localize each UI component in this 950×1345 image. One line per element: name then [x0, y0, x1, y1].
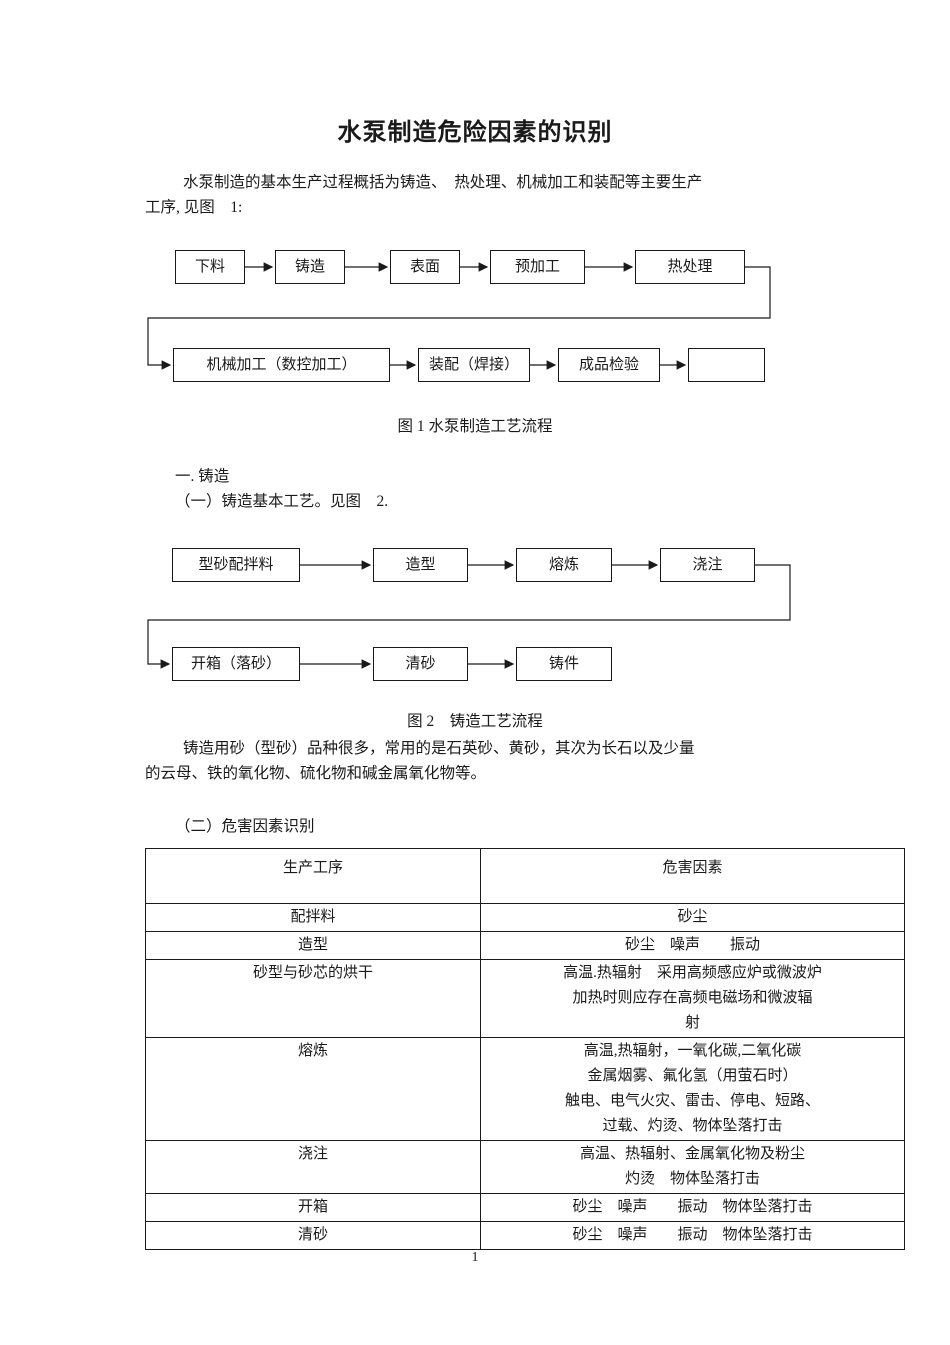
- subsection-heading-hazard-identification: （二）危害因素识别: [175, 818, 315, 835]
- table-cell-hazards: 砂尘 噪声 振动: [480, 931, 905, 960]
- hazard-line: 高温.热辐射 采用高频感应炉或微波炉: [563, 965, 822, 981]
- flow-box: 铸造: [275, 250, 345, 284]
- table-row: 开箱 砂尘 噪声 振动 物体坠落打击: [145, 1193, 905, 1222]
- hazard-line: 过载、灼烫、物体坠落打击: [602, 1118, 783, 1134]
- figure2-caption: 图 2 铸造工艺流程: [407, 713, 543, 730]
- table-cell-hazards: 高温.热辐射 采用高频感应炉或微波炉 加热时则应存在高频电磁场和微波辐 射: [480, 959, 905, 1038]
- flow-box: 型砂配拌料: [172, 548, 300, 582]
- flow-box: 熔炼: [516, 548, 612, 582]
- figure1-caption: 图 1 水泵制造工艺流程: [397, 418, 553, 435]
- table-cell-process: 清砂: [145, 1221, 481, 1250]
- table-header-process: 生产工序: [145, 848, 481, 904]
- table-row: 浇注 高温、热辐射、金属氧化物及粉尘 灼烫 物体坠落打击: [145, 1140, 905, 1194]
- document-title: 水泵制造危险因素的识别: [337, 120, 613, 146]
- flow-box: 铸件: [516, 647, 612, 681]
- table-cell-process: 熔炼: [145, 1037, 481, 1141]
- flow-box: 成品检验: [558, 348, 660, 382]
- flow-box: 造型: [373, 548, 468, 582]
- table-cell-process: 砂型与砂芯的烘干: [145, 959, 481, 1038]
- hazard-table: 生产工序 危害因素 配拌料 砂尘 造型 砂尘 噪声 振动 砂型与砂芯的烘干 高温…: [145, 848, 905, 1250]
- hazard-line: 砂尘: [677, 909, 708, 925]
- flow-box: 机械加工（数控加工）: [173, 348, 390, 382]
- table-header-hazards: 危害因素: [480, 848, 905, 904]
- hazard-line: 高温,热辐射，一氧化碳,二氧化碳: [583, 1043, 802, 1059]
- table-cell-process: 浇注: [145, 1140, 481, 1194]
- hazard-line: 砂尘 噪声 振动 物体坠落打击: [572, 1227, 813, 1243]
- page-number: 1: [471, 1250, 479, 1265]
- subsection-heading-basic-process: （一）铸造基本工艺。见图 2.: [175, 493, 389, 510]
- hazard-line: 射: [684, 1015, 700, 1031]
- hazard-line: 金属烟雾、氟化氢（用萤石时）: [587, 1068, 798, 1084]
- table-row: 清砂 砂尘 噪声 振动 物体坠落打击: [145, 1221, 905, 1250]
- flow-box: 清砂: [373, 647, 468, 681]
- sand-paragraph-line1: 铸造用砂（型砂）品种很多，常用的是石英砂、黄砂，其次为长石以及少量: [183, 740, 695, 757]
- table-cell-hazards: 砂尘: [480, 903, 905, 932]
- table-cell-hazards: 砂尘 噪声 振动 物体坠落打击: [480, 1221, 905, 1250]
- flow-box-empty: [688, 348, 765, 382]
- section-heading-casting: 一. 铸造: [175, 468, 230, 485]
- table-row: 造型 砂尘 噪声 振动: [145, 931, 905, 960]
- table-cell-process: 造型: [145, 931, 481, 960]
- table-cell-hazards: 高温、热辐射、金属氧化物及粉尘 灼烫 物体坠落打击: [480, 1140, 905, 1194]
- hazard-line: 加热时则应存在高频电磁场和微波辐: [572, 990, 813, 1006]
- sand-paragraph-line2: 的云母、铁的氧化物、硫化物和碱金属氧化物等。: [145, 765, 487, 782]
- table-cell-process: 开箱: [145, 1193, 481, 1222]
- hazard-line: 砂尘 噪声 振动: [624, 937, 760, 953]
- flow-box: 下料: [175, 250, 245, 284]
- hazard-line: 砂尘 噪声 振动 物体坠落打击: [572, 1199, 813, 1215]
- table-row: 砂型与砂芯的烘干 高温.热辐射 采用高频感应炉或微波炉 加热时则应存在高频电磁场…: [145, 959, 905, 1038]
- flow-box: 热处理: [635, 250, 745, 284]
- flow-box: 开箱（落砂）: [172, 647, 300, 681]
- flow-box: 装配（焊接）: [418, 348, 530, 382]
- table-cell-hazards: 高温,热辐射，一氧化碳,二氧化碳 金属烟雾、氟化氢（用萤石时） 触电、电气火灾、…: [480, 1037, 905, 1141]
- intro-paragraph-line1: 水泵制造的基本生产过程概括为铸造、 热处理、机械加工和装配等主要生产: [183, 174, 703, 191]
- table-cell-hazards: 砂尘 噪声 振动 物体坠落打击: [480, 1193, 905, 1222]
- flow-box: 预加工: [490, 250, 585, 284]
- table-cell-process: 配拌料: [145, 903, 481, 932]
- intro-paragraph-line2: 工序, 见图 1:: [145, 199, 243, 216]
- hazard-line: 触电、电气火灾、雷击、停电、短路、: [564, 1093, 820, 1109]
- hazard-line: 高温、热辐射、金属氧化物及粉尘: [579, 1146, 805, 1162]
- flow-box: 浇注: [660, 548, 755, 582]
- hazard-line: 灼烫 物体坠落打击: [624, 1171, 760, 1187]
- table-row: 熔炼 高温,热辐射，一氧化碳,二氧化碳 金属烟雾、氟化氢（用萤石时） 触电、电气…: [145, 1037, 905, 1141]
- table-row: 配拌料 砂尘: [145, 903, 905, 932]
- flow-box: 表面: [390, 250, 460, 284]
